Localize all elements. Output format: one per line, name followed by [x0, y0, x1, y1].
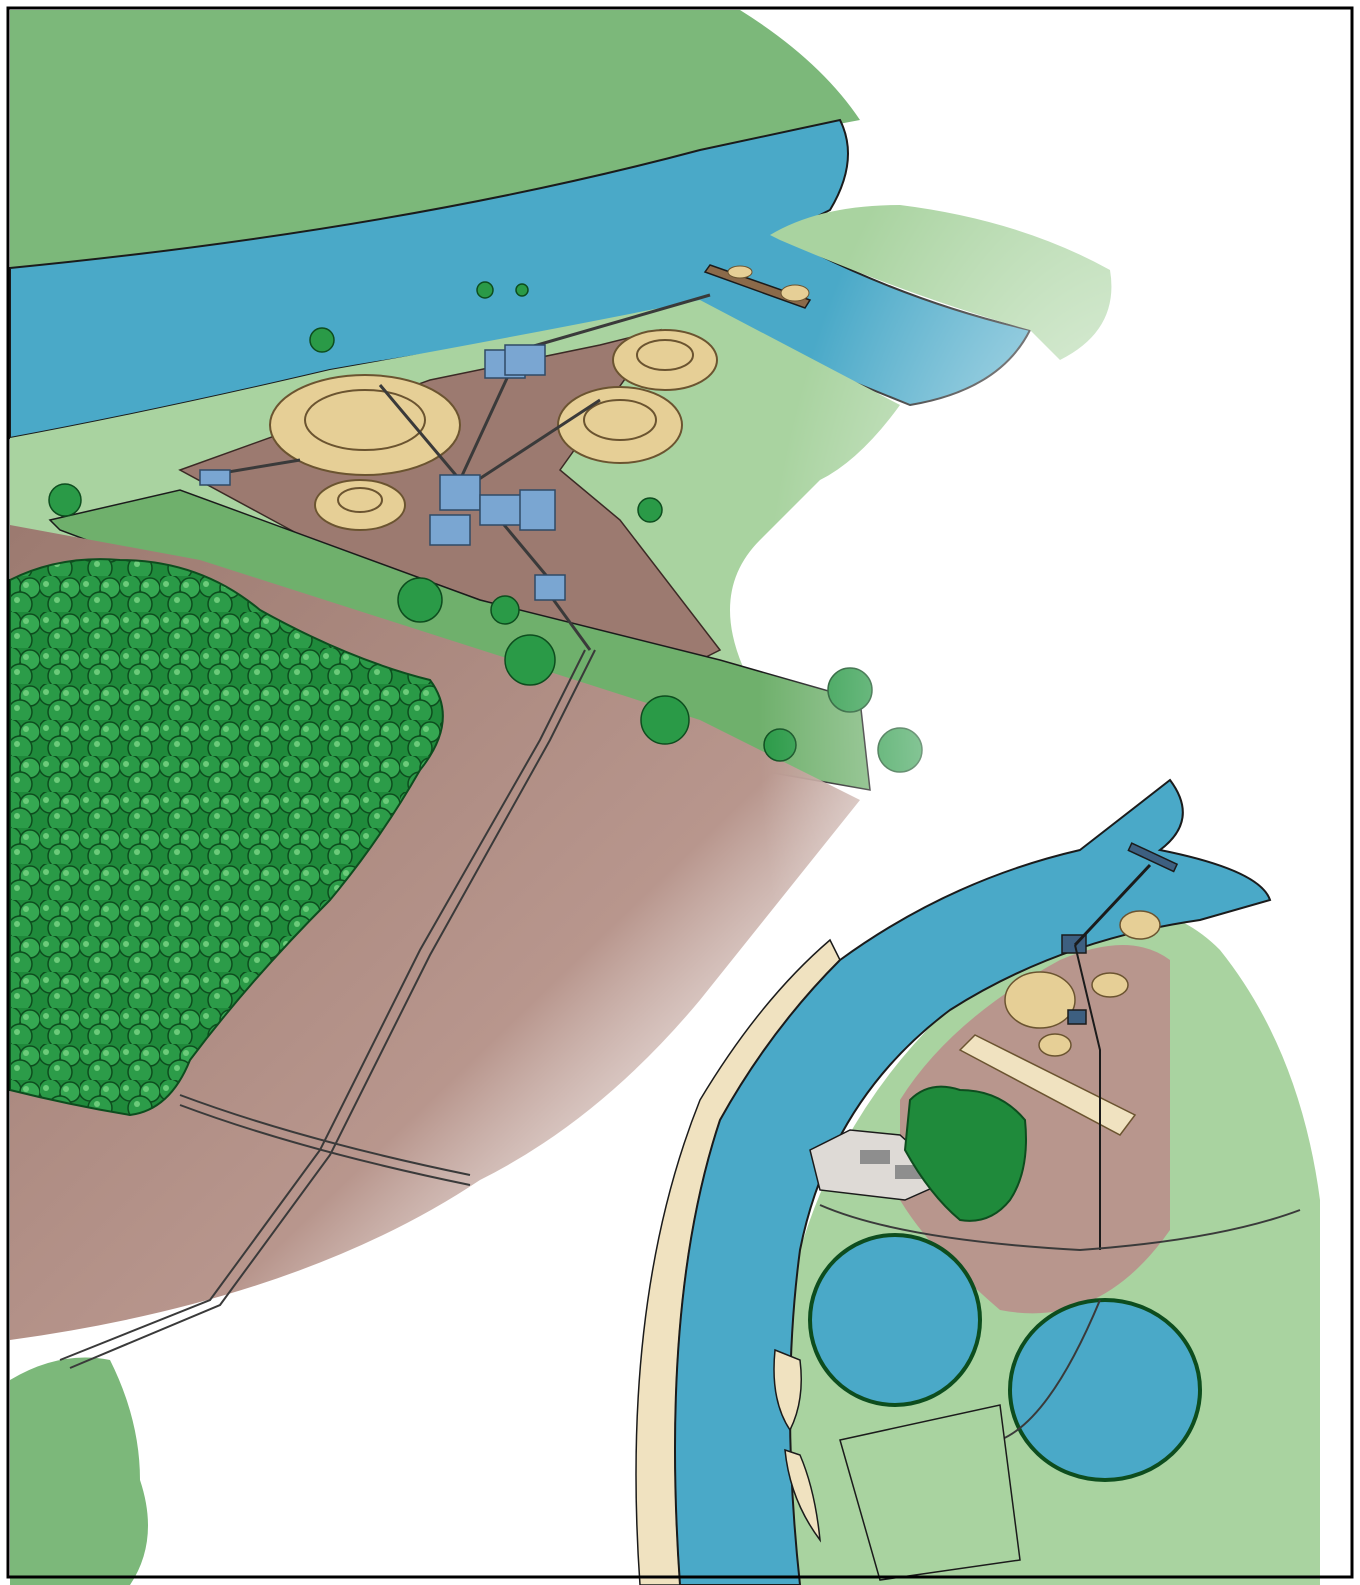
beach-near — [773, 1348, 822, 1543]
frame-border — [6, 6, 1354, 1579]
river-lower — [674, 778, 1272, 1585]
sand-stockpiles-lower — [1004, 910, 1161, 1057]
forest-patch-lower — [903, 1085, 1027, 1222]
forest-lower — [10, 1357, 148, 1585]
lower-plant — [1061, 842, 1179, 1250]
dredging-ponds — [808, 1233, 1202, 1482]
forest — [9, 558, 444, 1117]
sand-strip — [958, 1034, 1137, 1136]
field-outline — [839, 1404, 1021, 1581]
